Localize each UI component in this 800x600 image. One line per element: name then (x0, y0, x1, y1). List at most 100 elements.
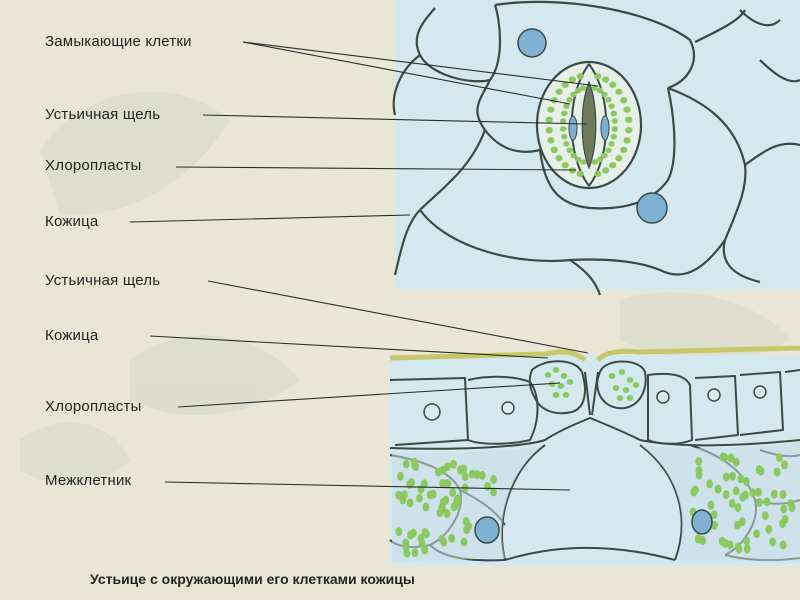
chloroplast (407, 530, 414, 540)
chloroplast (555, 155, 563, 162)
chloroplast (722, 472, 730, 482)
chloroplast (734, 503, 742, 513)
chloroplast (395, 527, 403, 537)
chloroplast (559, 118, 567, 124)
chloroplast (561, 162, 569, 169)
chloroplast (421, 545, 429, 555)
chloroplast (732, 457, 740, 467)
chloroplast (714, 484, 722, 494)
leader-lines (129, 41, 599, 491)
chloroplast (421, 528, 429, 538)
chloroplast (735, 544, 743, 554)
chloroplast (726, 540, 734, 550)
chloroplast (596, 87, 604, 94)
chloroplast (695, 470, 703, 480)
chloroplast (605, 96, 612, 103)
chloroplast (591, 159, 598, 165)
label-epidermis-top: Кожица (45, 213, 99, 230)
chloroplast (626, 377, 634, 383)
chloroplast (710, 510, 718, 520)
chloroplast (690, 487, 698, 497)
chloroplast (779, 519, 787, 529)
chloroplast (738, 517, 746, 527)
chloroplast (612, 385, 620, 391)
chloroplast (434, 467, 442, 477)
chloroplast (544, 372, 552, 378)
chloroplast (622, 387, 630, 393)
cross-section (389, 345, 800, 565)
chloroplast (749, 488, 757, 498)
chloroplast (473, 470, 481, 480)
chloroplast (552, 367, 560, 373)
chloroplast (576, 170, 584, 177)
chloroplast (557, 383, 565, 389)
chloroplast (618, 369, 626, 375)
chloroplast (608, 373, 616, 379)
chloroplast (397, 471, 404, 481)
chloroplast (711, 520, 718, 530)
chloroplast (545, 116, 553, 124)
chloroplast (781, 460, 788, 470)
chloroplast (608, 141, 615, 147)
chloroplast (596, 156, 604, 163)
chloroplast (695, 456, 703, 466)
cuticle-right (596, 345, 800, 362)
chloroplast (574, 156, 582, 163)
chloroplast (440, 537, 448, 547)
chloroplast (566, 147, 573, 154)
chloroplast (457, 465, 464, 475)
chloroplast (626, 395, 634, 401)
chloroplast (602, 167, 610, 174)
chloroplast (605, 147, 612, 154)
chloroplast (580, 159, 587, 165)
chloroplast (561, 110, 568, 117)
chloroplast (570, 91, 577, 98)
chloroplast (699, 535, 707, 545)
mesophyll-nucleus (691, 509, 713, 535)
section-nucleus (656, 390, 670, 404)
chloroplast (732, 486, 740, 496)
chloroplast (602, 76, 610, 83)
chloroplast (442, 495, 450, 505)
chloroplast (580, 85, 587, 91)
chloroplast (574, 87, 582, 94)
chloroplast (444, 462, 451, 472)
chloroplast (625, 126, 633, 134)
chloroplast (615, 88, 623, 95)
chloroplast (787, 499, 795, 509)
chloroplast (743, 544, 751, 554)
chloroplast (545, 126, 553, 134)
chloroplast (443, 509, 451, 519)
chloroplast (761, 511, 769, 521)
chloroplast (775, 453, 783, 463)
chloroplast (707, 500, 715, 510)
chloroplast (406, 498, 414, 508)
label-guard-cells: Замыкающие клетки (45, 33, 192, 50)
chloroplast (615, 155, 623, 162)
chloroplast (727, 453, 735, 463)
section-nucleus (423, 403, 441, 421)
chloroplast (478, 470, 486, 480)
chloroplast (550, 146, 558, 154)
chloroplast (560, 373, 568, 379)
chloroplast (722, 490, 730, 500)
mesophyll-nucleus (474, 516, 500, 544)
chloroplast (416, 493, 423, 503)
chloroplast (742, 477, 750, 487)
chloroplast (408, 478, 416, 488)
chloroplast (453, 500, 461, 510)
chloroplast (743, 536, 751, 546)
label-chloroplasts-top: Хлоропласты (45, 157, 142, 174)
chloroplast (739, 492, 747, 502)
chloroplast (562, 392, 570, 398)
chloroplast (547, 137, 555, 144)
chloroplast (616, 395, 624, 401)
chloroplast (623, 137, 631, 144)
figure-caption: Устьице с окружающими его клетками кожиц… (90, 571, 415, 587)
chloroplast (484, 481, 492, 491)
chloroplast (594, 170, 602, 177)
chloroplast (403, 548, 411, 558)
chloroplast (559, 126, 567, 132)
section-nucleus (501, 401, 515, 415)
